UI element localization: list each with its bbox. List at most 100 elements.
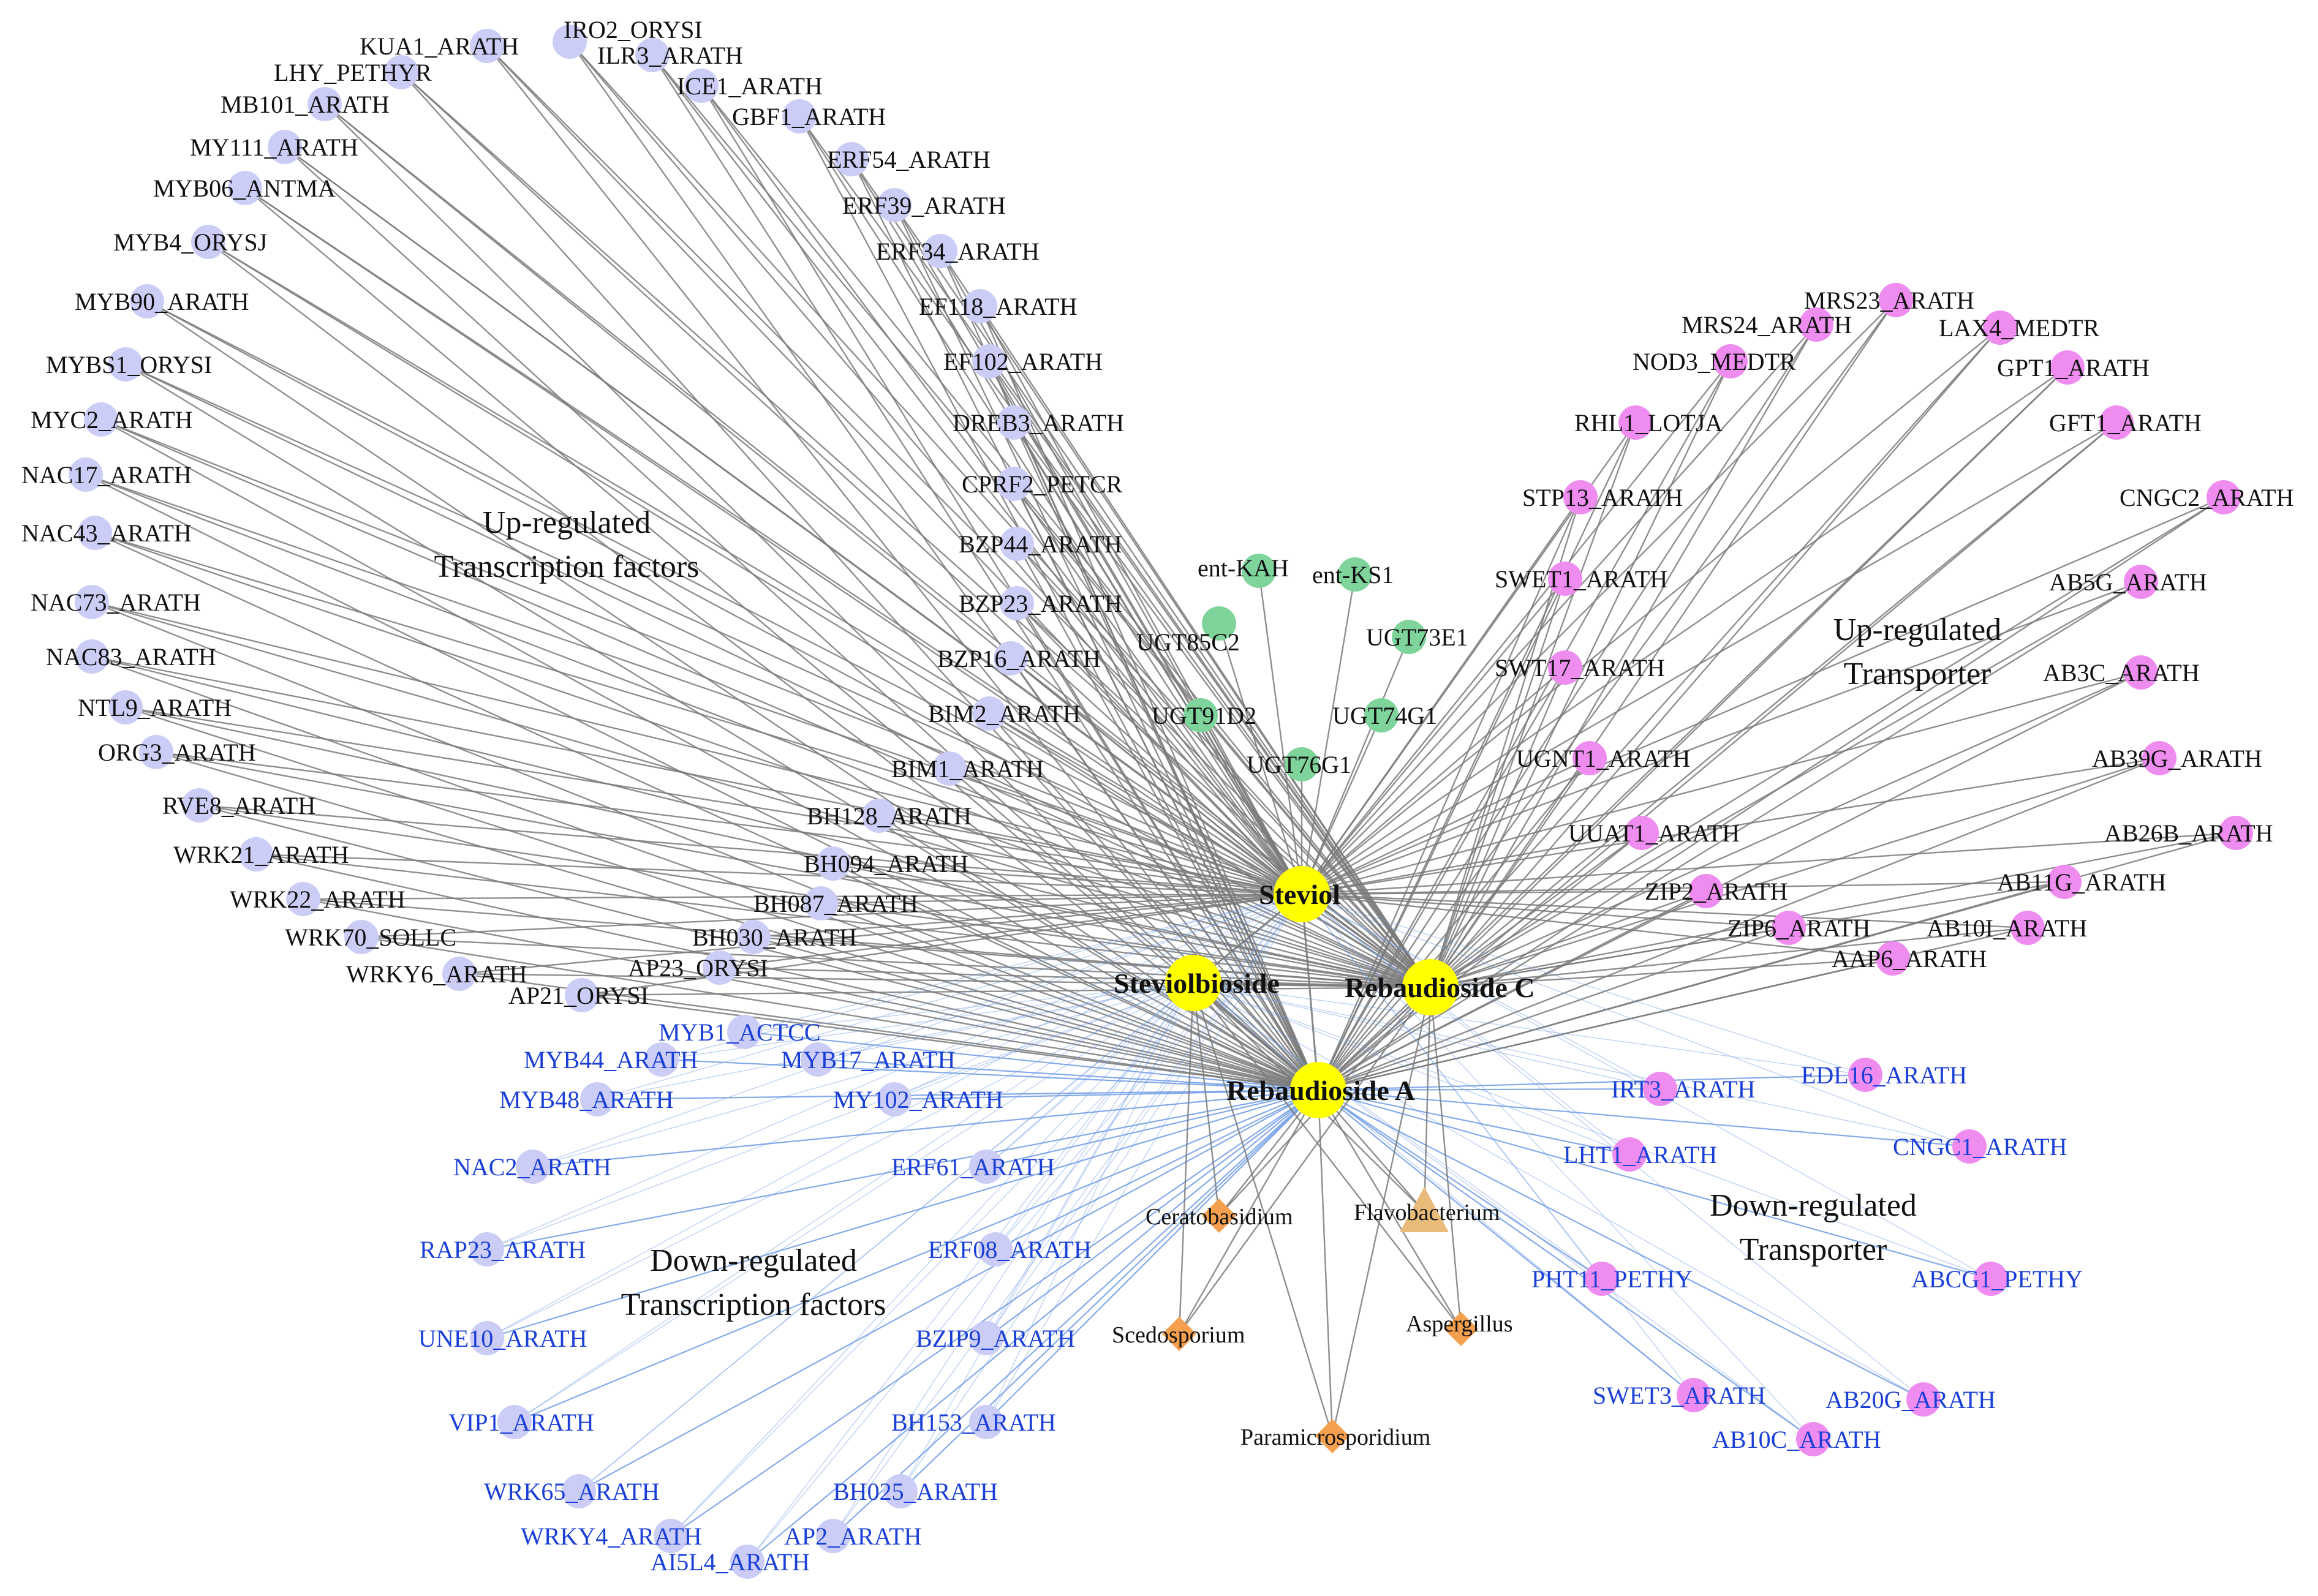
node-aap6-arath[interactable]: AAP6_ARATH [1832, 941, 1987, 976]
node-ice1-arath[interactable]: ICE1_ARATH [677, 69, 823, 103]
node-kua1-arath[interactable]: KUA1_ARATH [360, 29, 519, 63]
node-nac73-arath[interactable]: NAC73_ARATH [31, 585, 201, 619]
node-nac2-arath[interactable]: NAC2_ARATH [453, 1150, 611, 1184]
node-mybs1-orysi[interactable]: MYBS1_ORYSI [46, 347, 212, 382]
node-ab10c-arath[interactable]: AB10C_ARATH [1712, 1422, 1881, 1456]
node-dreb3-arath[interactable]: DREB3_ARATH [953, 405, 1124, 440]
node-ab20g-arath[interactable]: AB20G_ARATH [1825, 1382, 1996, 1417]
node-bh094-arath[interactable]: BH094_ARATH [804, 846, 968, 881]
node-zip2-arath[interactable]: ZIP2_ARATH [1645, 874, 1788, 908]
node-ef118-arath[interactable]: EF118_ARATH [919, 289, 1078, 323]
node-my102-arath[interactable]: MY102_ARATH [833, 1082, 1003, 1116]
node-ntl9-arath[interactable]: NTL9_ARATH [78, 690, 232, 725]
node-rve8-arath[interactable]: RVE8_ARATH [162, 788, 315, 822]
hub-steviolbioside[interactable]: Steviolbioside [1114, 955, 1280, 1011]
node-bzp23-arath[interactable]: BZP23_ARATH [959, 586, 1122, 620]
node-nod3-medtr[interactable]: NOD3_MEDTR [1633, 344, 1796, 378]
node-bh030-arath[interactable]: BH030_ARATH [692, 920, 857, 954]
node-nac43-arath[interactable]: NAC43_ARATH [21, 516, 192, 550]
node-lht1-arath[interactable]: LHT1_ARATH [1563, 1137, 1717, 1172]
node-bh025-arath[interactable]: BH025_ARATH [833, 1474, 998, 1508]
node-erf54-arath[interactable]: ERF54_ARATH [827, 142, 991, 176]
node-stp13-arath[interactable]: STP13_ARATH [1522, 480, 1683, 514]
node-lax4-medtr[interactable]: LAX4_MEDTR [1939, 311, 2100, 345]
node-wrky4-arath[interactable]: WRKY4_ARATH [521, 1519, 702, 1553]
node-ugt76g1[interactable]: UGT76G1 [1247, 747, 1351, 781]
node-rap23-arath[interactable]: RAP23_ARATH [420, 1232, 586, 1267]
node-erf61-arath[interactable]: ERF61_ARATH [891, 1150, 1055, 1184]
node-ai5l4-arath[interactable]: AI5L4_ARATH [651, 1545, 810, 1579]
node-ab11g-arath[interactable]: AB11G_ARATH [1997, 865, 2166, 899]
node-ugt74g1[interactable]: UGT74G1 [1332, 698, 1437, 732]
node-erf08-arath[interactable]: ERF08_ARATH [928, 1232, 1092, 1267]
hub-rebc[interactable]: Rebaudioside C [1345, 959, 1535, 1015]
node-ugnt1-arath[interactable]: UGNT1_ARATH [1516, 741, 1690, 775]
node-bzip9-arath[interactable]: BZIP9_ARATH [916, 1321, 1075, 1355]
node-ilr3-arath[interactable]: ILR3_ARATH [597, 38, 743, 72]
node-myb90-arath[interactable]: MYB90_ARATH [75, 284, 249, 318]
node-bim2-arath[interactable]: BIM2_ARATH [928, 696, 1081, 731]
node-cngc2-arath[interactable]: CNGC2_ARATH [2120, 480, 2293, 514]
node-ugt85c2[interactable]: UGT85C2 [1136, 606, 1240, 656]
node-myb4-orysj[interactable]: MYB4_ORYSJ [113, 225, 267, 259]
node-ab10i-arath[interactable]: AB10I_ARATH [1927, 911, 2087, 945]
node-edl16-arath[interactable]: EDL16_ARATH [1801, 1058, 1967, 1092]
node-myb06-antma[interactable]: MYB06_ANTMA [153, 171, 336, 205]
node-mrs23-arath[interactable]: MRS23_ARATH [1804, 283, 1974, 317]
node-gbf1-arath[interactable]: GBF1_ARATH [732, 99, 886, 134]
node-myb1-actcc[interactable]: MYB1_ACTCC [659, 1015, 821, 1049]
node-cngc1-arath[interactable]: CNGC1_ARATH [1893, 1129, 2067, 1164]
node-cprf2-petcr[interactable]: CPRF2_PETCR [962, 467, 1123, 501]
node-ab3c-arath[interactable]: AB3C_ARATH [2043, 655, 2200, 690]
node-ugt73e1[interactable]: UGT73E1 [1366, 620, 1468, 654]
node-ap2-arath[interactable]: AP2_ARATH [784, 1519, 921, 1553]
node-ent-kah[interactable]: ent-KAH [1198, 554, 1289, 588]
node-vip1-arath[interactable]: VIP1_ARATH [448, 1405, 594, 1439]
node-ap21-orysi[interactable]: AP21_ORYSI [508, 978, 649, 1012]
node-rhl1-lotja[interactable]: RHL1_LOTJA [1574, 405, 1723, 440]
node-wrk70-sollc[interactable]: WRK70_SOLLC [285, 920, 456, 954]
hub-reba[interactable]: Rebaudioside A [1226, 1062, 1415, 1118]
node-erf34-arath[interactable]: ERF34_ARATH [876, 234, 1040, 268]
node-ab26b-arath[interactable]: AB26B_ARATH [2104, 816, 2273, 850]
node-myb48-arath[interactable]: MYB48_ARATH [499, 1082, 673, 1116]
node-ap23-orysi[interactable]: AP23_ORYSI [628, 950, 768, 985]
node-bh128-arath[interactable]: BH128_ARATH [807, 799, 972, 833]
node-wrky6-arath[interactable]: WRKY6_ARATH [346, 957, 527, 991]
node-bh153-arath[interactable]: BH153_ARATH [891, 1405, 1056, 1439]
node-org3-arath[interactable]: ORG3_ARATH [98, 735, 256, 769]
node-paramicrosporidium[interactable]: Paramicrosporidium [1240, 1419, 1430, 1453]
node-my111-arath[interactable]: MY111_ARATH [190, 130, 358, 164]
node-abcg1-pethy[interactable]: ABCG1_PETHY [1911, 1262, 2083, 1296]
node-erf39-arath[interactable]: ERF39_ARATH [842, 188, 1006, 222]
node-swt17-arath[interactable]: SWT17_ARATH [1495, 650, 1665, 685]
node-swet3-arath[interactable]: SWET3_ARATH [1593, 1378, 1765, 1412]
node-ab39g-arath[interactable]: AB39G_ARATH [2092, 741, 2262, 775]
node-aspergillus[interactable]: Aspergillus [1406, 1311, 1513, 1346]
node-bim1-arath[interactable]: BIM1_ARATH [891, 751, 1044, 786]
node-wrk21-arath[interactable]: WRK21_ARATH [173, 837, 349, 871]
node-pht11-pethy[interactable]: PHT11_PETHY [1531, 1262, 1693, 1296]
node-ent-ks1[interactable]: ent-KS1 [1312, 557, 1394, 592]
node-gft1-arath[interactable]: GFT1_ARATH [2049, 405, 2202, 440]
node-iro2-orysi[interactable]: IRO2_ORYSI [553, 16, 703, 59]
node-bzp44-arath[interactable]: BZP44_ARATH [959, 527, 1122, 561]
node-nac17-arath[interactable]: NAC17_ARATH [21, 457, 192, 492]
node-ab5g-arath[interactable]: AB5G_ARATH [2049, 565, 2207, 599]
node-myb44-arath[interactable]: MYB44_ARATH [524, 1042, 698, 1077]
node-bh087-arath[interactable]: BH087_ARATH [753, 886, 918, 920]
node-une10-arath[interactable]: UNE10_ARATH [418, 1321, 587, 1355]
node-ef102-arath[interactable]: EF102_ARATH [943, 344, 1103, 378]
node-lhy-pethyr[interactable]: LHY_PETHYR [274, 55, 432, 89]
node-bzp16-arath[interactable]: BZP16_ARATH [937, 641, 1101, 676]
node-zip6-arath[interactable]: ZIP6_ARATH [1727, 911, 1870, 945]
hub-steviol[interactable]: Steviol [1259, 866, 1340, 922]
node-mb101-arath[interactable]: MB101_ARATH [221, 87, 390, 121]
node-swet1-arath[interactable]: SWET1_ARATH [1495, 562, 1667, 596]
node-irt3-arath[interactable]: IRT3_ARATH [1611, 1072, 1755, 1106]
node-uuat1-arath[interactable]: UUAT1_ARATH [1568, 816, 1740, 850]
node-wrk22-arath[interactable]: WRK22_ARATH [230, 882, 406, 916]
node-myc2-arath[interactable]: MYC2_ARATH [31, 402, 192, 437]
node-ugt91d2[interactable]: UGT91D2 [1152, 698, 1256, 732]
node-mrs24-arath[interactable]: MRS24_ARATH [1682, 307, 1852, 342]
